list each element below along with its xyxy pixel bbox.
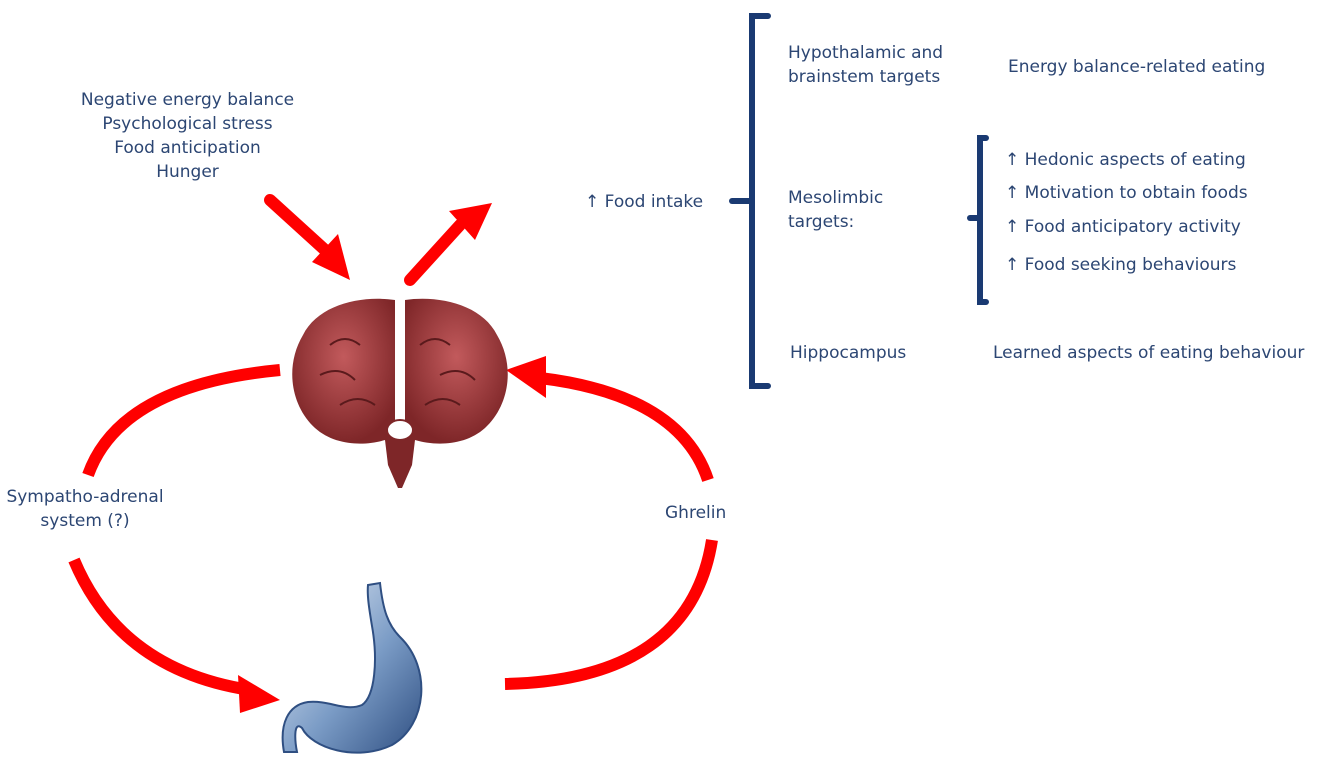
mesolimbic-effect: ↑ Food seeking behaviours — [1005, 253, 1236, 277]
stimulus-item: Psychological stress — [30, 112, 345, 136]
mesolimbic-line: Mesolimbic — [788, 186, 883, 210]
sympatho-line: Sympatho-adrenal — [5, 485, 165, 509]
brain-icon — [292, 299, 508, 488]
sub-bracket — [970, 138, 986, 302]
output-arrow — [410, 203, 492, 280]
stimuli-list: Negative energy balance Psychological st… — [30, 88, 345, 184]
main-bracket — [732, 16, 768, 386]
mesolimbic-line: targets: — [788, 210, 883, 234]
sympatho-arrow — [74, 370, 280, 713]
learned-label: Learned aspects of eating behaviour — [993, 341, 1304, 365]
mesolimbic-effect: ↑ Food anticipatory activity — [1005, 215, 1241, 239]
mesolimbic-effect: ↑ Hedonic aspects of eating — [1005, 148, 1246, 172]
food-intake-label: ↑ Food intake — [585, 190, 703, 214]
hypothalamic-label: Hypothalamic and brainstem targets — [788, 41, 943, 89]
stimulus-item: Hunger — [30, 160, 345, 184]
sympatho-line: system (?) — [5, 509, 165, 533]
ghrelin-label: Ghrelin — [665, 501, 726, 525]
mesolimbic-effect: ↑ Motivation to obtain foods — [1005, 181, 1248, 205]
sympatho-label: Sympatho-adrenal system (?) — [5, 485, 165, 533]
energy-balance-label: Energy balance-related eating — [1008, 55, 1265, 79]
stomach-icon — [283, 583, 422, 753]
hippocampus-label: Hippocampus — [790, 341, 906, 365]
hypothalamic-line: Hypothalamic and — [788, 41, 943, 65]
stimulus-arrow — [270, 200, 350, 280]
mesolimbic-label: Mesolimbic targets: — [788, 186, 883, 234]
stimulus-item: Food anticipation — [30, 136, 345, 160]
hypothalamic-line: brainstem targets — [788, 65, 943, 89]
stimulus-item: Negative energy balance — [30, 88, 345, 112]
